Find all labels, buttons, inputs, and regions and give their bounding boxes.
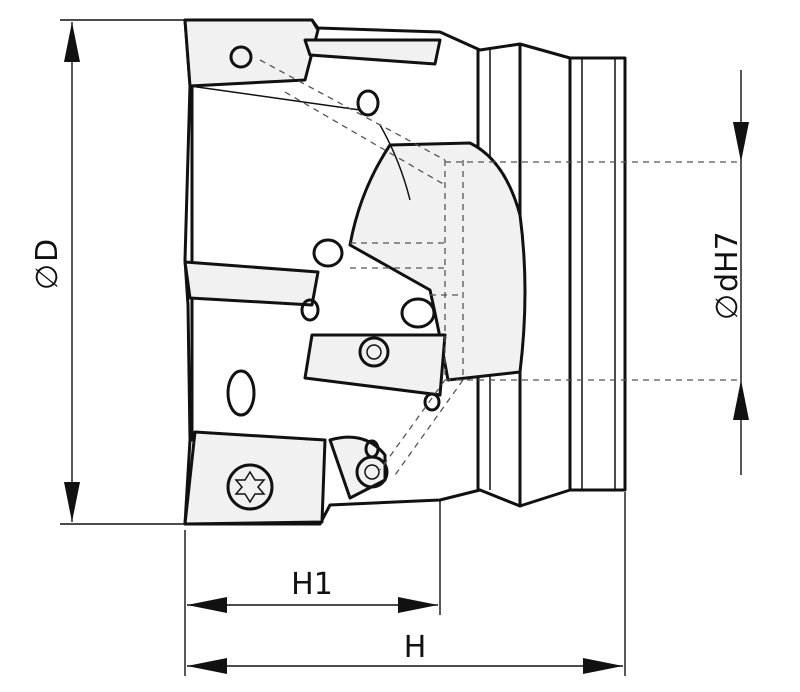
chip-gullet xyxy=(348,124,527,382)
top-insert xyxy=(183,18,442,117)
diameter-symbol-D: ∅ xyxy=(30,264,65,290)
dimension-label-D: D xyxy=(30,239,65,262)
dimension-label-dH7: dH7 xyxy=(710,231,745,292)
bottom-insert xyxy=(183,430,389,526)
shank-flange xyxy=(518,42,627,508)
dimension-H1 xyxy=(184,500,441,676)
hidden-lines xyxy=(259,59,740,476)
dimension-D xyxy=(60,19,185,525)
dimension-label-H1: H1 xyxy=(291,567,333,602)
coolant-hole xyxy=(226,369,256,417)
dimension-H xyxy=(187,492,626,676)
dimension-label-H: H xyxy=(404,630,427,665)
diameter-symbol-dH7: ∅ xyxy=(710,294,745,320)
center-insert xyxy=(303,333,447,412)
dimension-dH7 xyxy=(733,70,749,475)
middle-insert xyxy=(183,238,436,329)
